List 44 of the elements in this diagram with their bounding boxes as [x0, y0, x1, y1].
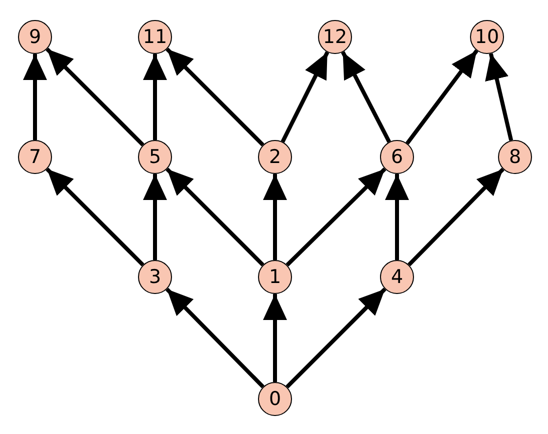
node-label: 10 [474, 28, 500, 46]
node-label: 7 [28, 148, 42, 166]
node-circle [318, 20, 352, 54]
node-label: 11 [142, 28, 168, 46]
node-circle [498, 140, 532, 174]
node-circle [18, 20, 52, 54]
arrow [280, 51, 330, 143]
arrow [166, 288, 264, 388]
node-circle [138, 140, 172, 174]
node-label: 6 [390, 148, 404, 166]
arrow [406, 49, 478, 145]
node-circle [258, 382, 292, 416]
arrow [23, 54, 47, 140]
node-circle [138, 20, 172, 54]
node-label: 4 [390, 268, 404, 286]
arrow [286, 168, 386, 266]
arrow [385, 174, 409, 260]
node-circle [258, 260, 292, 294]
node-label: 12 [322, 28, 348, 46]
arrow [286, 288, 386, 388]
node-circle [380, 260, 414, 294]
arrow [143, 54, 167, 140]
node-label: 1 [268, 268, 282, 286]
arrow [341, 51, 391, 143]
node-label: 3 [148, 268, 162, 286]
arrow [46, 48, 144, 146]
arrow [263, 294, 287, 382]
node-label: 9 [28, 28, 42, 46]
node-label: 8 [508, 148, 522, 166]
arrow [408, 168, 504, 266]
node-circle [258, 140, 292, 174]
node-circle [380, 140, 414, 174]
arrow [166, 48, 264, 146]
node-label: 2 [268, 148, 282, 166]
arrow [143, 174, 167, 260]
arrow [485, 53, 514, 141]
node-label: 0 [268, 390, 282, 408]
node-circle [470, 20, 504, 54]
arrow [166, 168, 264, 266]
arrow [263, 174, 287, 260]
node-circle [138, 260, 172, 294]
node-label: 5 [148, 148, 162, 166]
node-circle [18, 140, 52, 174]
arrow [46, 168, 144, 266]
